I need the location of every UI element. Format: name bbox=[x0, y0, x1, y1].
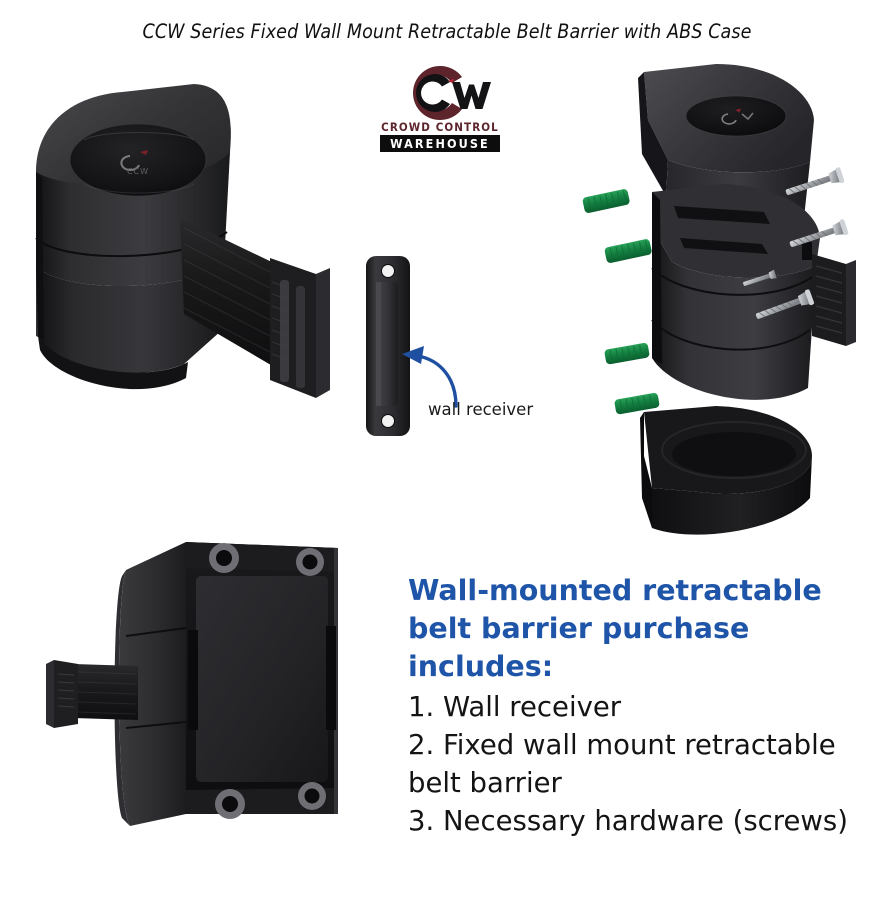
list-item: 2. Fixed wall mount retractable belt bar… bbox=[408, 729, 836, 799]
product-rear-mount-view bbox=[38, 518, 382, 842]
badge-logo-etch: CCW bbox=[120, 150, 149, 176]
exploded-part-wall-anchors bbox=[582, 189, 660, 415]
rear-view-belt-clip bbox=[46, 660, 78, 728]
product-wall-receiver bbox=[362, 252, 416, 440]
rear-mount-screw-grommets bbox=[209, 543, 326, 819]
callout-label-wall-receiver: wall receiver bbox=[428, 400, 534, 419]
belt-end-clip bbox=[270, 258, 330, 398]
includes-block: Wall-mounted retractable belt barrier pu… bbox=[408, 572, 878, 840]
exploded-part-screws bbox=[743, 167, 849, 319]
brand-tagline-bottom: WAREHOUSE bbox=[380, 135, 500, 152]
list-item: 3. Necessary hardware (screws) bbox=[408, 805, 848, 837]
brand-monogram-mark bbox=[378, 62, 502, 124]
list-item: 1. Wall receiver bbox=[408, 691, 622, 723]
exploded-belt-clip bbox=[812, 254, 856, 346]
exploded-part-main-body bbox=[651, 184, 856, 400]
callout-arrow-icon bbox=[398, 344, 468, 410]
includes-heading: Wall-mounted retractable belt barrier pu… bbox=[408, 574, 822, 683]
page-title: CCW Series Fixed Wall Mount Retractable … bbox=[142, 20, 752, 43]
svg-text:CCW: CCW bbox=[127, 167, 149, 176]
brand-tagline-top: CROWD CONTROL bbox=[381, 120, 499, 134]
product-exploded-view bbox=[556, 58, 894, 535]
brand-logo: CROWD CONTROL WAREHOUSE bbox=[378, 62, 502, 158]
includes-list: 1. Wall receiver 2. Fixed wall mount ret… bbox=[408, 688, 878, 840]
product-assembled-front: CCW bbox=[18, 68, 348, 418]
exploded-part-bottom-cap bbox=[640, 406, 812, 535]
